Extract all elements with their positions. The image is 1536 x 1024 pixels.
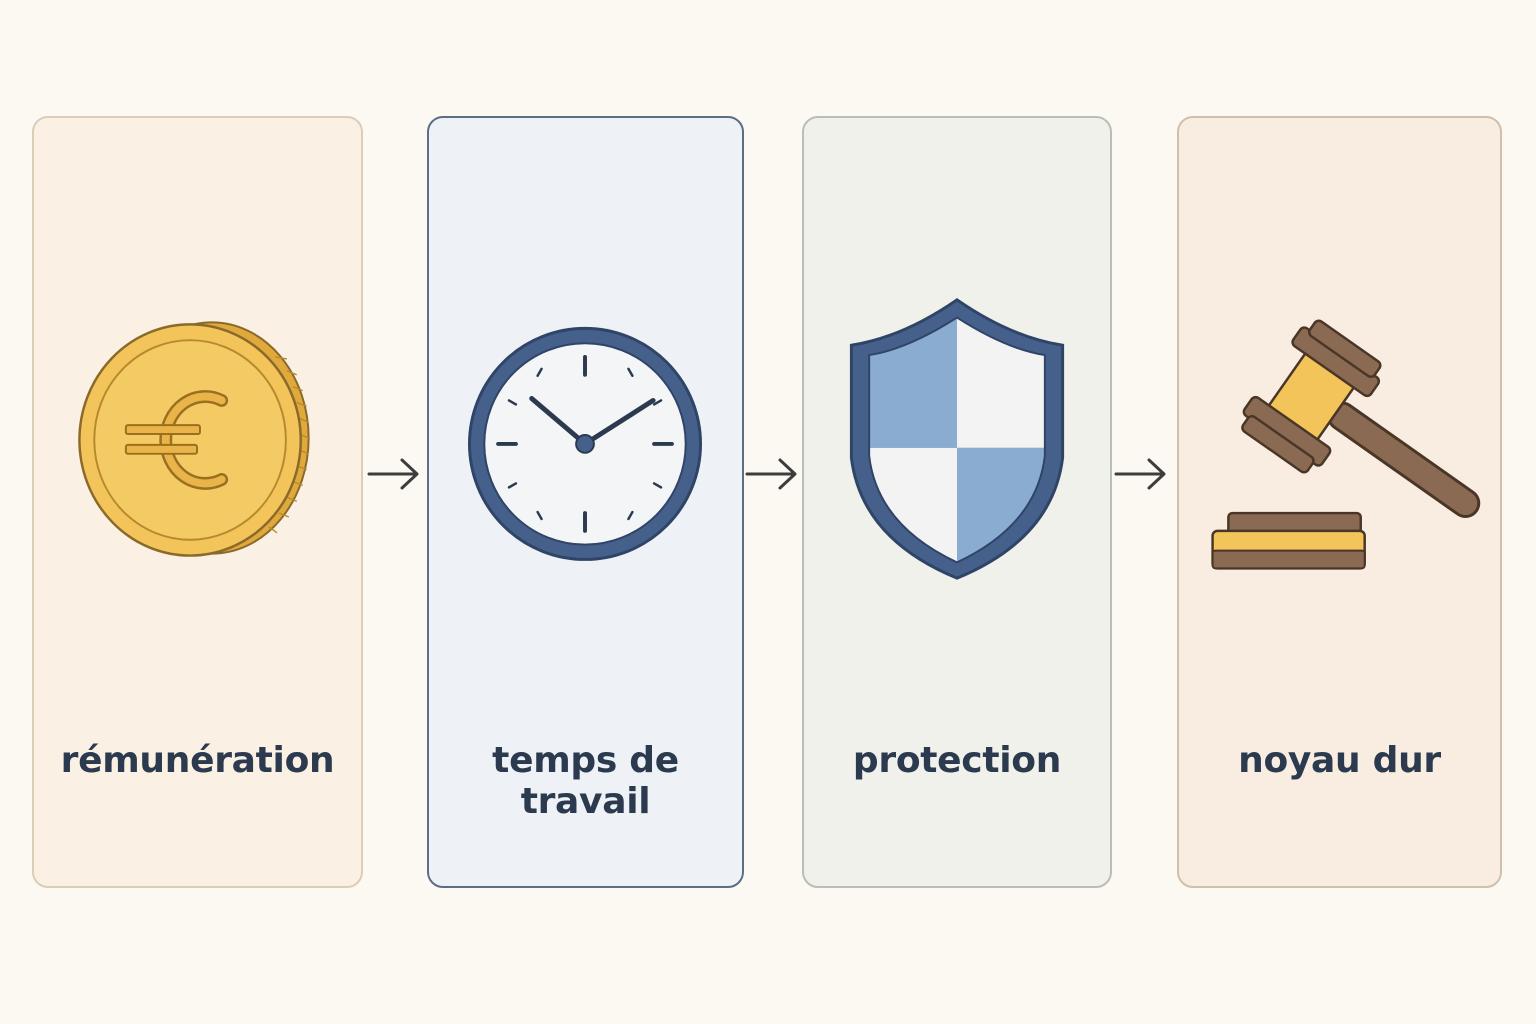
clock-icon bbox=[429, 288, 742, 588]
step-card-noyau-dur: noyau dur bbox=[1177, 116, 1502, 888]
step-card-protection: protection bbox=[802, 116, 1112, 888]
step-label: protection bbox=[852, 740, 1062, 781]
arrow-right-icon bbox=[366, 452, 422, 496]
shield-icon bbox=[804, 288, 1110, 588]
step-label: rémunération bbox=[60, 740, 335, 781]
euro-coin-icon bbox=[34, 288, 361, 588]
arrow-right-icon bbox=[744, 452, 800, 496]
arrow-right-icon bbox=[1113, 452, 1169, 496]
step-card-remuneration: rémunération bbox=[32, 116, 363, 888]
step-label: noyau dur bbox=[1238, 740, 1441, 781]
gavel-icon bbox=[1179, 288, 1500, 588]
step-label: temps de travail bbox=[492, 740, 679, 822]
step-card-temps-de-travail: temps de travail bbox=[427, 116, 744, 888]
